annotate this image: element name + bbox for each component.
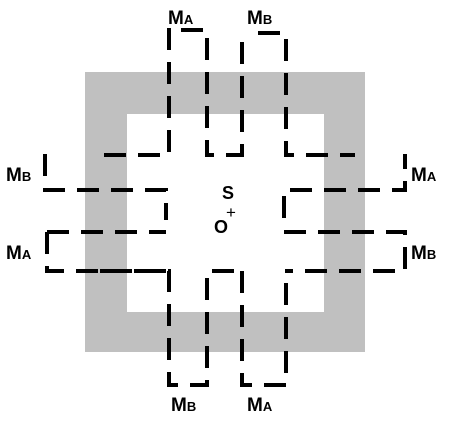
label-top-left: MA (168, 8, 194, 29)
bottom-right-magnet-outline (240, 271, 288, 387)
label-left-lower: MA (6, 243, 32, 264)
label-right-lower: MB (411, 243, 436, 264)
top-left-magnet-outline (181, 28, 244, 157)
center-label-o: O (214, 217, 228, 237)
center-label-s: S (222, 183, 234, 203)
top-right-magnet-outline (258, 31, 355, 157)
label-bottom-left: MB (171, 395, 196, 416)
right-upper-magnet-outline (282, 154, 407, 218)
center-crosshair-icon: + (226, 203, 236, 222)
right-lower-magnet-outline (284, 230, 407, 273)
top-left-magnet-outline (100, 28, 171, 157)
square-frame (85, 72, 365, 352)
label-top-right: MB (247, 8, 272, 29)
label-right-upper: MA (411, 165, 437, 186)
bottom-left-magnet-outline (100, 269, 244, 387)
left-lower-magnet-outline (45, 232, 166, 273)
label-left-upper: MB (6, 165, 31, 186)
left-upper-magnet-outline (43, 154, 168, 220)
label-bottom-right: MA (247, 395, 273, 416)
